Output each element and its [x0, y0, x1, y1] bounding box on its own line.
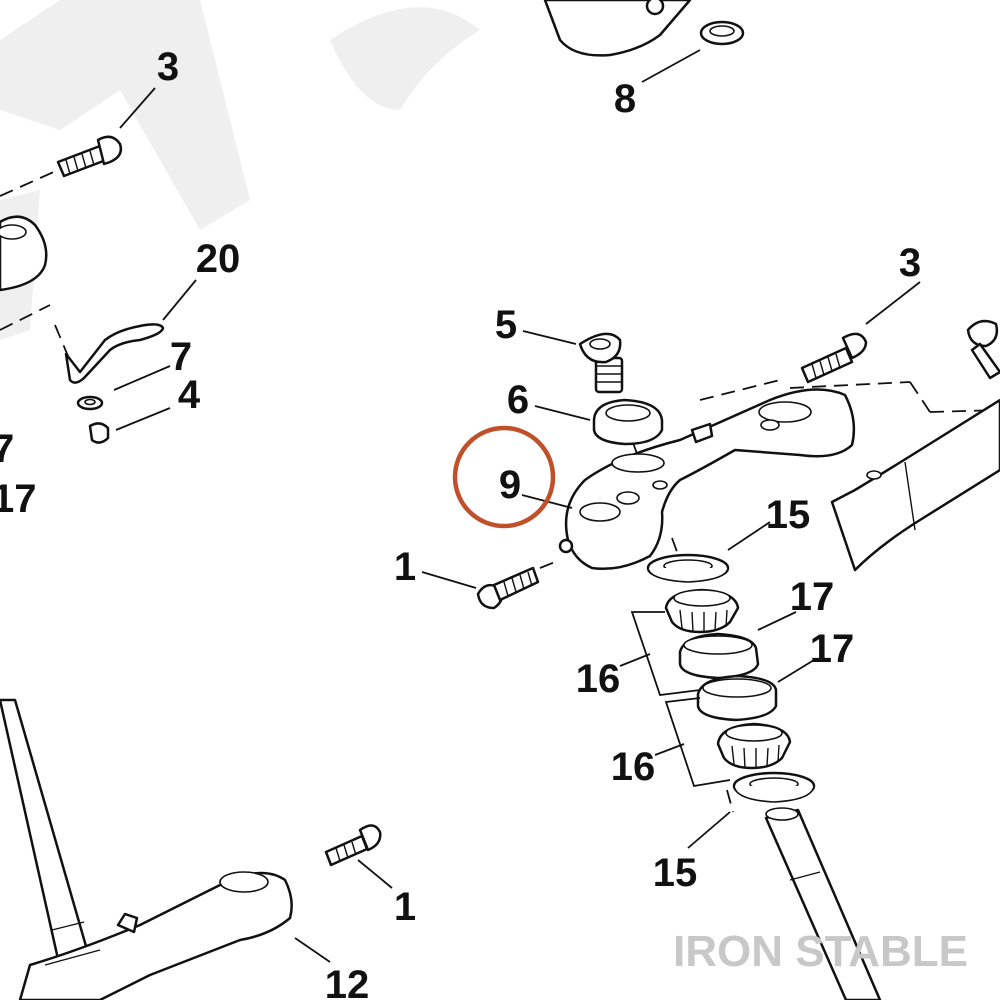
washer-part-4-upper [76, 395, 104, 411]
callout-16-lower: 16 [611, 745, 656, 789]
bearing-part-17-lower [716, 722, 792, 770]
socket-screw-part-5 [578, 332, 624, 394]
callout-20: 20 [196, 237, 241, 281]
race-part-17-lower [696, 674, 778, 722]
callout-15-upper: 15 [766, 493, 811, 537]
seal-part-15-lower [732, 771, 816, 803]
callout-16-upper: 16 [576, 657, 621, 701]
watermark-brand-text: IRON STABLE [673, 927, 968, 976]
callout-7: 7 [170, 335, 192, 379]
left-upper-bracket [0, 215, 48, 292]
lower-triple-clamp-part-12 [18, 871, 293, 1000]
callout-1-lower: 1 [394, 885, 416, 929]
callout-7-edge: 7 [0, 427, 14, 471]
callout-4: 4 [178, 373, 201, 417]
bracket-lines-part-16 [630, 611, 731, 788]
washer-part-8 [699, 20, 745, 46]
callout-labels: 3 8 20 3 5 7 4 6 7 17 9 15 1 17 17 16 16… [0, 45, 921, 1000]
callout-17-lower: 17 [810, 627, 855, 671]
callout-3-left: 3 [157, 45, 179, 89]
dashed-centerlines-center [539, 379, 1000, 813]
screw-part-1-lower [324, 824, 382, 867]
callout-3-right: 3 [899, 241, 921, 285]
bracket-part-7 [54, 323, 165, 384]
race-part-17-upper [678, 632, 760, 680]
callout-5: 5 [495, 303, 517, 347]
callout-17-edge: 17 [0, 477, 37, 521]
steering-stem [764, 807, 882, 1000]
seal-part-15-upper [646, 553, 730, 583]
callout-17-upper: 17 [790, 575, 835, 619]
screw-part-4-lower [88, 422, 110, 444]
callout-15-lower: 15 [653, 851, 698, 895]
callout-9: 9 [499, 463, 521, 507]
screw-upper-right-edge [966, 319, 1000, 380]
callout-12: 12 [325, 963, 370, 1000]
callout-1-center: 1 [394, 545, 416, 589]
left-fork-tube [0, 698, 92, 970]
bearing-part-17-upper [664, 588, 740, 634]
leader-lines [113, 49, 921, 963]
washer-part-6 [592, 398, 664, 446]
left-dashed-centerlines [0, 169, 59, 331]
highlight-circle-part-9 [452, 425, 556, 529]
screw-part-1 [476, 566, 540, 610]
callout-8: 8 [614, 77, 636, 121]
top-triple-clamp-part-9 [558, 388, 856, 570]
screw-part-3-right [800, 332, 868, 384]
top-clamp-fragment [543, 0, 692, 57]
callout-6: 6 [507, 378, 529, 422]
screw-part-3-left [56, 135, 123, 178]
handlebar-riser-right [830, 398, 1000, 572]
